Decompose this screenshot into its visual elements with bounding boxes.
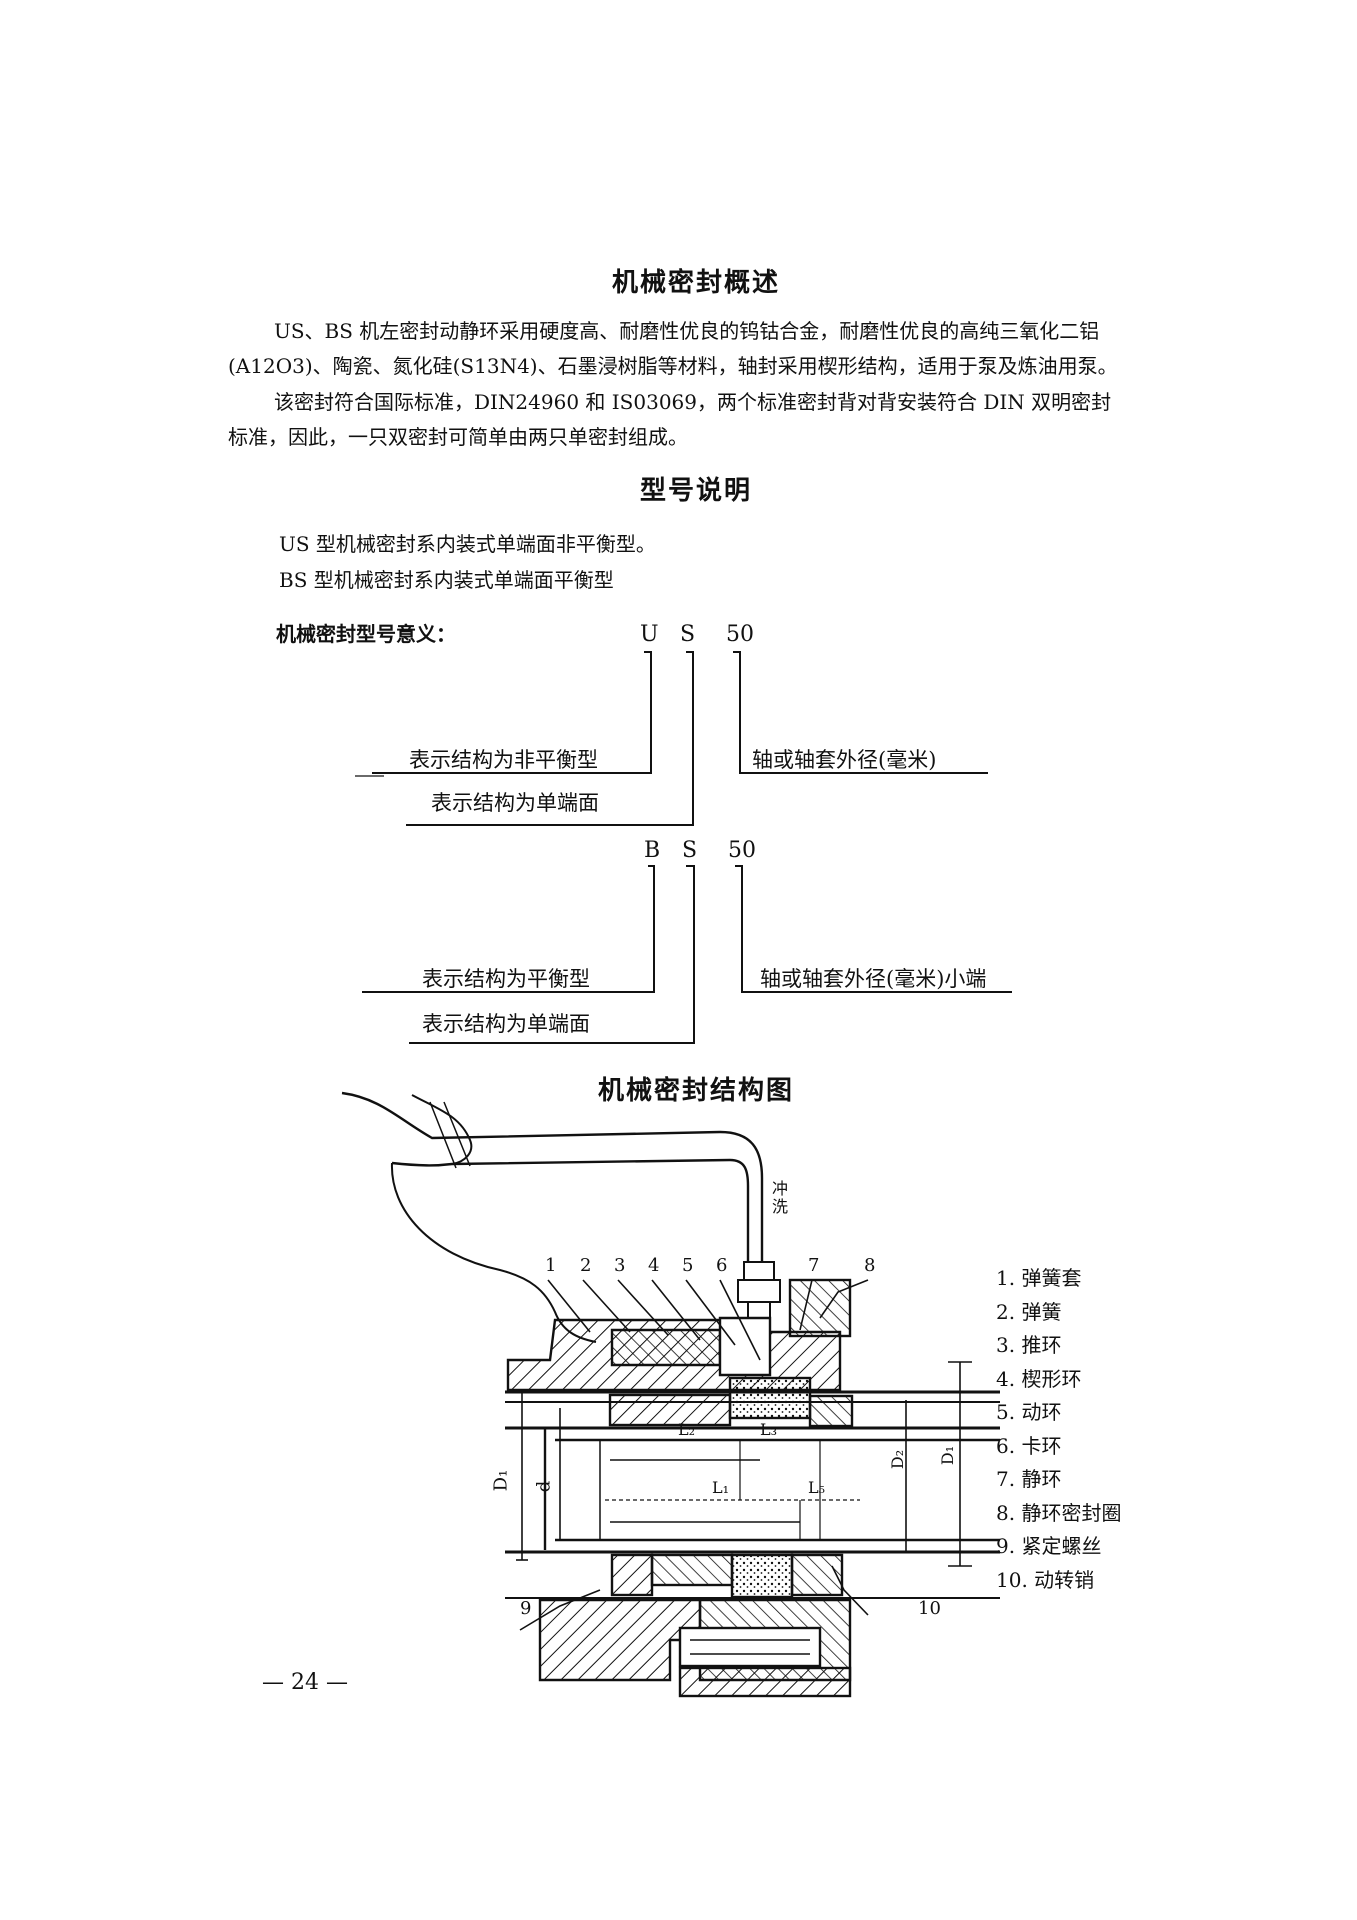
overview-paragraph1-line2: (A12O3)、陶瓷、氮化硅(S13N4)、石墨浸树脂等材料，轴封采用楔形结构，…	[228, 354, 1118, 378]
overview-paragraph1-line1: US、BS 机左密封动静环采用硬度高、耐磨性优良的钨钴合金，耐磨性优良的高纯三氧…	[274, 319, 1100, 343]
model-bs-description: BS 型机械密封系内装式单端面平衡型	[279, 568, 614, 592]
legend-item-8: 8. 静环密封圈	[996, 1500, 1122, 1525]
us-code-number: 50	[726, 622, 754, 647]
legend-item-9: 9. 紧定螺丝	[996, 1534, 1102, 1558]
upper-section	[505, 1278, 1000, 1430]
callout-3: 3	[614, 1255, 626, 1276]
bs-code-letter-s: S	[682, 838, 698, 863]
callout-6: 6	[716, 1255, 728, 1276]
dim-L1: L₁	[712, 1478, 730, 1497]
bs-code-letter-b: B	[644, 838, 661, 863]
legend-item-7: 7. 静环	[996, 1467, 1062, 1491]
legend-item-5: 5. 动环	[996, 1400, 1062, 1424]
legend-item-3: 3. 推环	[996, 1333, 1062, 1357]
legend-item-4: 4. 楔形环	[996, 1366, 1082, 1391]
model-us-description: US 型机械密封系内装式单端面非平衡型。	[279, 532, 656, 556]
us-code-letter-s: S	[680, 622, 696, 647]
callout-7: 7	[808, 1255, 820, 1276]
callout-4: 4	[648, 1255, 660, 1276]
model-title: 型号说明	[640, 476, 753, 506]
callout-leaders	[519, 1279, 869, 1631]
dim-D2: D₂	[888, 1449, 908, 1470]
legend-item-1: 1. 弹簧套	[996, 1266, 1082, 1290]
page-number: — 24 —	[262, 1670, 348, 1695]
overview-paragraph2-line2: 标准，因此，一只双密封可简单由两只单密封组成。	[228, 425, 688, 449]
callout-10: 10	[918, 1598, 941, 1619]
model-meaning-label: 机械密封型号意义：	[276, 622, 456, 646]
legend-item-10: 10. 动转销	[996, 1567, 1095, 1592]
callout-8: 8	[864, 1255, 876, 1276]
legend-item-2: 2. 弹簧	[996, 1299, 1062, 1324]
callout-5: 5	[682, 1255, 694, 1276]
flush-label: 冲洗	[772, 1179, 789, 1216]
dim-L3: L₃	[760, 1420, 778, 1439]
parts-legend: 1. 弹簧套 2. 弹簧 3. 推环 4. 楔形环 5. 动环 6. 卡环 7.…	[996, 1262, 1121, 1597]
overview-title: 机械密封概述	[612, 268, 781, 298]
bs-code-number: 50	[728, 838, 756, 863]
us-code-letter-u: U	[640, 622, 659, 647]
callout-1: 1	[545, 1255, 557, 1276]
dim-Dt-right: D₁	[938, 1445, 958, 1466]
dim-L2: L₂	[678, 1420, 696, 1439]
dim-d: d	[533, 1480, 555, 1493]
legend-item-6: 6. 卡环	[996, 1433, 1062, 1458]
dimension-lines	[516, 1361, 972, 1567]
callout-9: 9	[520, 1598, 532, 1619]
flush-pipe	[341, 1091, 764, 1343]
shaft	[543, 1428, 1000, 1550]
callout-2: 2	[580, 1255, 592, 1276]
overview-paragraph2-line1: 该密封符合国际标准，DIN24960 和 IS03069，两个标准密封背对背安装…	[274, 390, 1112, 414]
dim-D1-left: D₁	[490, 1469, 512, 1492]
lower-section	[505, 1550, 1000, 1698]
structure-title: 机械密封结构图	[598, 1076, 795, 1106]
dim-L5: L₅	[808, 1478, 826, 1497]
